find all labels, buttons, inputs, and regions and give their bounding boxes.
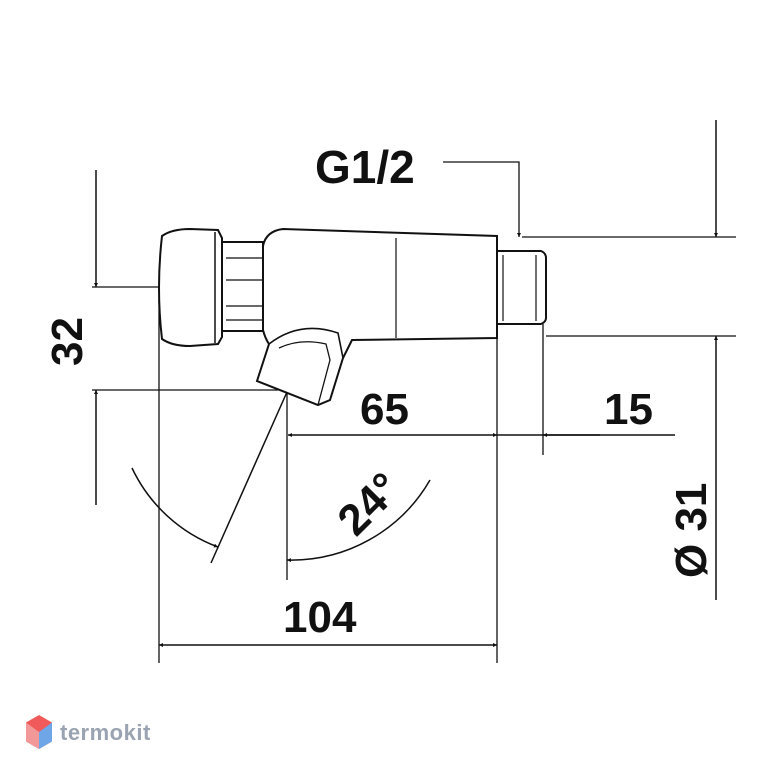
termokit-logo-text: termokit xyxy=(60,720,151,745)
dimension-lines xyxy=(94,120,718,647)
height-label: 32 xyxy=(43,317,92,366)
push-button xyxy=(158,227,223,348)
thread-label: G1/2 xyxy=(315,141,415,193)
total-length-label: 104 xyxy=(283,593,357,642)
tap-body xyxy=(158,227,547,407)
termokit-logo-icon xyxy=(26,715,52,749)
angle-label: 24° xyxy=(328,463,410,545)
offset-label: 65 xyxy=(360,385,409,434)
valve-body xyxy=(255,227,498,407)
coupling-ring xyxy=(222,241,264,332)
thread-length-label: 15 xyxy=(604,385,653,434)
diameter-label: Ø 31 xyxy=(667,483,716,578)
thread-connector xyxy=(497,250,547,325)
